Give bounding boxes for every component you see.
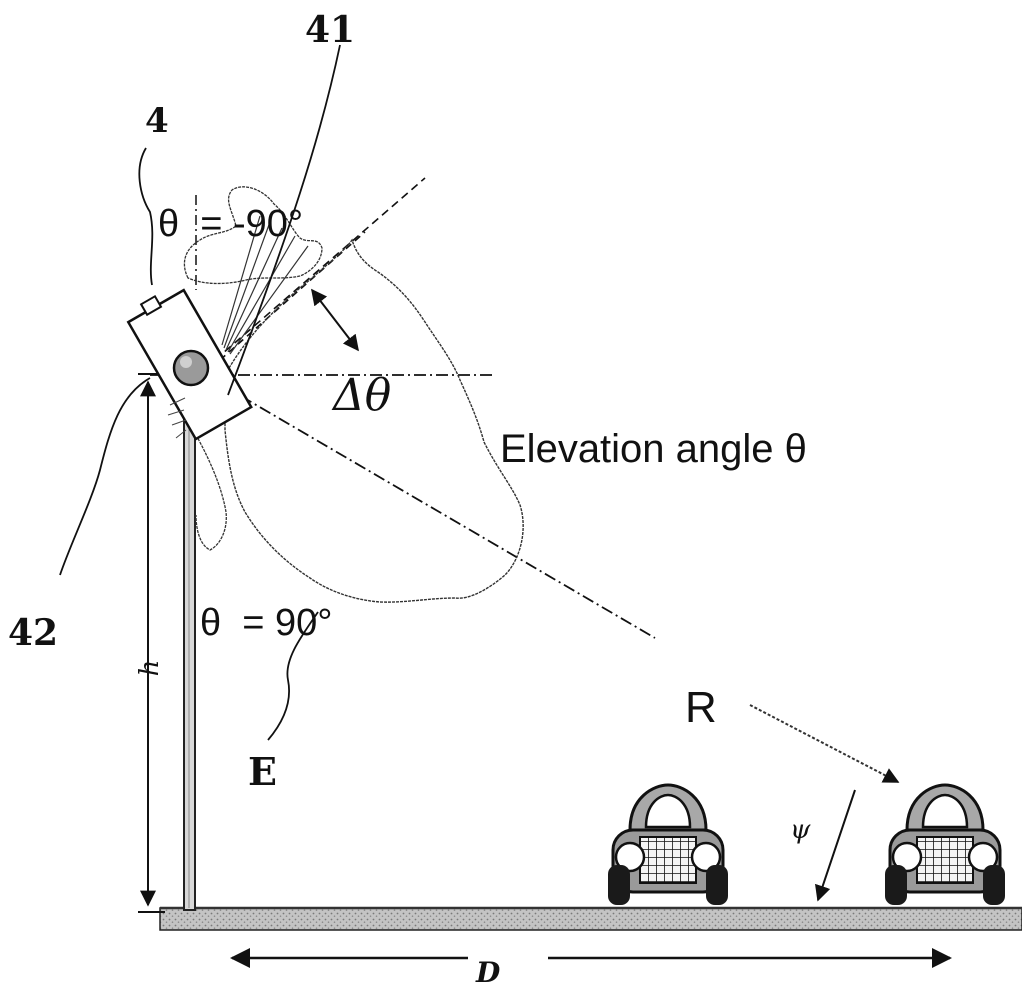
car-icon bbox=[608, 783, 728, 905]
psi-label: ψ bbox=[790, 815, 811, 845]
delta-theta-arrow bbox=[311, 288, 359, 352]
beam-fan-lines bbox=[221, 215, 309, 355]
sensor-pole bbox=[183, 419, 196, 911]
delta-theta-label: Δθ bbox=[331, 370, 391, 421]
height-label: h bbox=[135, 660, 165, 677]
height-dimension bbox=[138, 373, 165, 913]
reference-numeral-41: 41 bbox=[305, 9, 355, 51]
distance-label: D bbox=[475, 956, 501, 985]
car-icon-target bbox=[885, 783, 1005, 905]
radiation-side-lobe-lower bbox=[195, 434, 227, 551]
road bbox=[159, 906, 1022, 931]
leader-42 bbox=[59, 377, 151, 576]
range-label: R bbox=[685, 683, 717, 732]
sensor-scatter-marks bbox=[167, 397, 187, 439]
boresight-line-upper bbox=[214, 177, 426, 361]
leader-4 bbox=[138, 147, 154, 286]
elevation-angle-label: Elevation angle θ bbox=[500, 427, 807, 471]
boresight-line-lower bbox=[219, 231, 366, 361]
leader-41 bbox=[227, 44, 341, 396]
line-of-sight bbox=[221, 384, 656, 639]
radar-sensor-lens bbox=[172, 349, 210, 387]
reference-numeral-4: 4 bbox=[145, 101, 169, 141]
radiation-side-lobe-upper bbox=[183, 186, 323, 285]
range-arrow bbox=[749, 704, 900, 783]
leader-E bbox=[267, 611, 319, 741]
velocity-arrow bbox=[815, 789, 856, 902]
reference-numeral-42: 42 bbox=[8, 612, 58, 654]
reference-letter-E: E bbox=[248, 749, 277, 794]
radiation-pattern-lobe bbox=[224, 238, 524, 603]
theta-plus-90-label: θ = 90° bbox=[200, 602, 332, 644]
theta-minus-90-label: θ = -90° bbox=[158, 203, 303, 245]
